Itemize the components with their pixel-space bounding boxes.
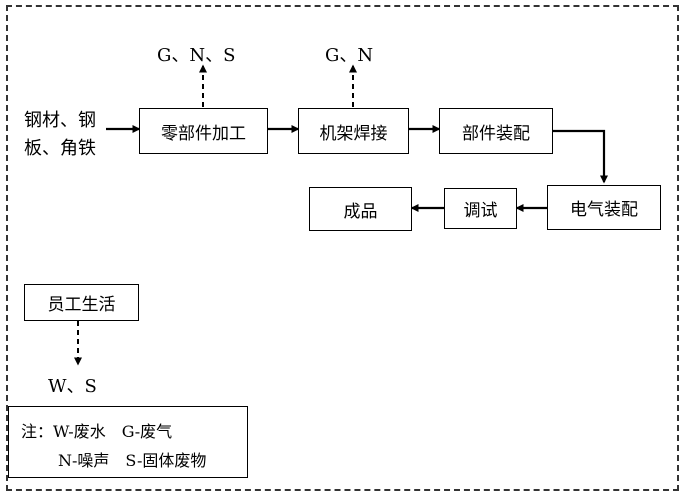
emission-machining-label: G、N、S xyxy=(157,45,236,66)
legend-line1: 注：W-废水 G-废气 xyxy=(21,422,173,441)
step-electrical-assembly: 电气装配 xyxy=(547,185,661,230)
step-staff-living: 员工生活 xyxy=(24,284,139,321)
legend-line2: N-噪声 S-固体废物 xyxy=(58,451,207,470)
legend: 注：W-废水 G-废气 N-噪声 S-固体废物 xyxy=(8,406,248,478)
arrow-assembly-to-electrical xyxy=(553,129,608,184)
emission-welding-label: G、N xyxy=(325,45,374,66)
step-finished-product: 成品 xyxy=(309,187,412,231)
step-debugging: 调试 xyxy=(444,188,517,229)
emission-staff-label: W、S xyxy=(48,376,97,397)
step-parts-assembly: 部件装配 xyxy=(439,108,553,154)
step-frame-welding: 机架焊接 xyxy=(298,108,409,154)
input-material-line1: 钢材、钢 xyxy=(24,110,96,131)
step-parts-machining: 零部件加工 xyxy=(139,108,268,154)
diagram-border xyxy=(6,5,679,491)
input-material-line2: 板、角铁 xyxy=(24,138,96,159)
